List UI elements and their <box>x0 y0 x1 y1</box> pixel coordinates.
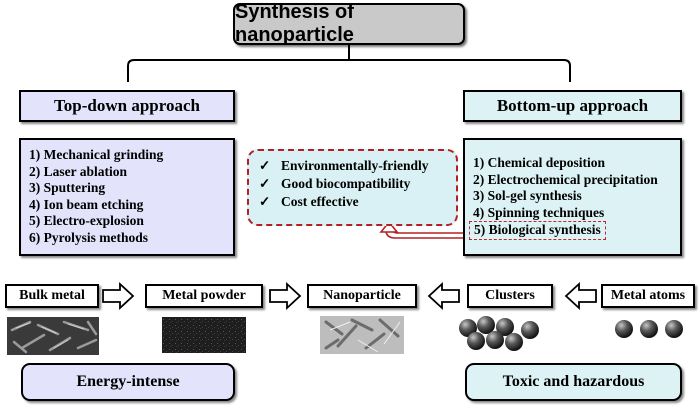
top-down-heading: Top-down approach <box>19 90 235 122</box>
checkmark-icon: ✓ <box>259 158 271 173</box>
advantages-box: ✓ Environmentally-friendly ✓ Good biocompa… <box>247 149 458 226</box>
advantage-item: ✓ Good biocompatibility <box>259 175 446 193</box>
list-item: 4) Spinning techniques <box>473 204 605 220</box>
top-down-drawback: Energy-intense <box>21 363 235 401</box>
metal-atoms-label: Metal atoms <box>601 284 695 308</box>
biological-synthesis-highlight: 5) Biological synthesis <box>469 221 606 240</box>
checkmark-icon: ✓ <box>259 176 271 191</box>
advantage-label: Good biocompatibility <box>281 176 411 191</box>
diagram-title: Synthesis of nanoparticle <box>233 1 465 46</box>
advantage-label: Cost effective <box>281 194 359 209</box>
arrow-atoms-to-clusters <box>564 281 597 311</box>
arrow-clusters-to-nano <box>427 281 460 311</box>
list-item: 3) Sol-gel synthesis <box>473 188 582 204</box>
bottom-up-drawback: Toxic and hazardous <box>465 363 682 401</box>
list-item: 2) Electrochemical precipitation <box>473 171 658 187</box>
advantage-label: Environmentally-friendly <box>281 158 429 173</box>
arrow-bulk-to-powder <box>102 281 135 311</box>
bulk-metal-label: Bulk metal <box>5 284 99 308</box>
metal-powder-label: Metal powder <box>145 284 263 308</box>
advantage-item: ✓ Environmentally-friendly <box>259 157 446 175</box>
bio-to-advantages-arrow <box>379 220 470 239</box>
list-item: 3) Sputtering <box>29 180 106 196</box>
title-bracket <box>127 45 571 82</box>
metal-atoms-image <box>615 320 683 338</box>
list-item: 1) Chemical deposition <box>473 155 606 170</box>
nanoparticle-image <box>320 316 404 354</box>
list-item: 1) Mechanical grinding <box>29 147 164 162</box>
list-item: 5) Electro-explosion <box>29 213 144 229</box>
clusters-image <box>459 316 539 351</box>
advantage-item: ✓ Cost effective <box>259 193 446 211</box>
top-down-methods-list: 1) Mechanical grinding 2) Laser ablation… <box>19 138 235 256</box>
metal-powder-image <box>162 317 246 353</box>
checkmark-icon: ✓ <box>259 194 271 209</box>
bottom-up-methods-list: 1) Chemical deposition 2) Electrochemica… <box>463 138 682 256</box>
list-item: 4) Ion beam etching <box>29 196 144 212</box>
list-item-highlighted: 5) Biological synthesis <box>469 221 672 240</box>
bottom-up-heading: Bottom-up approach <box>463 90 682 122</box>
nanoparticle-label: Nanoparticle <box>307 284 417 308</box>
list-item: 2) Laser ablation <box>29 163 128 179</box>
list-item: 6) Pyrolysis methods <box>29 229 149 245</box>
clusters-label: Clusters <box>467 284 553 308</box>
arrow-powder-to-nano <box>269 281 302 311</box>
bulk-metal-image <box>7 317 99 355</box>
